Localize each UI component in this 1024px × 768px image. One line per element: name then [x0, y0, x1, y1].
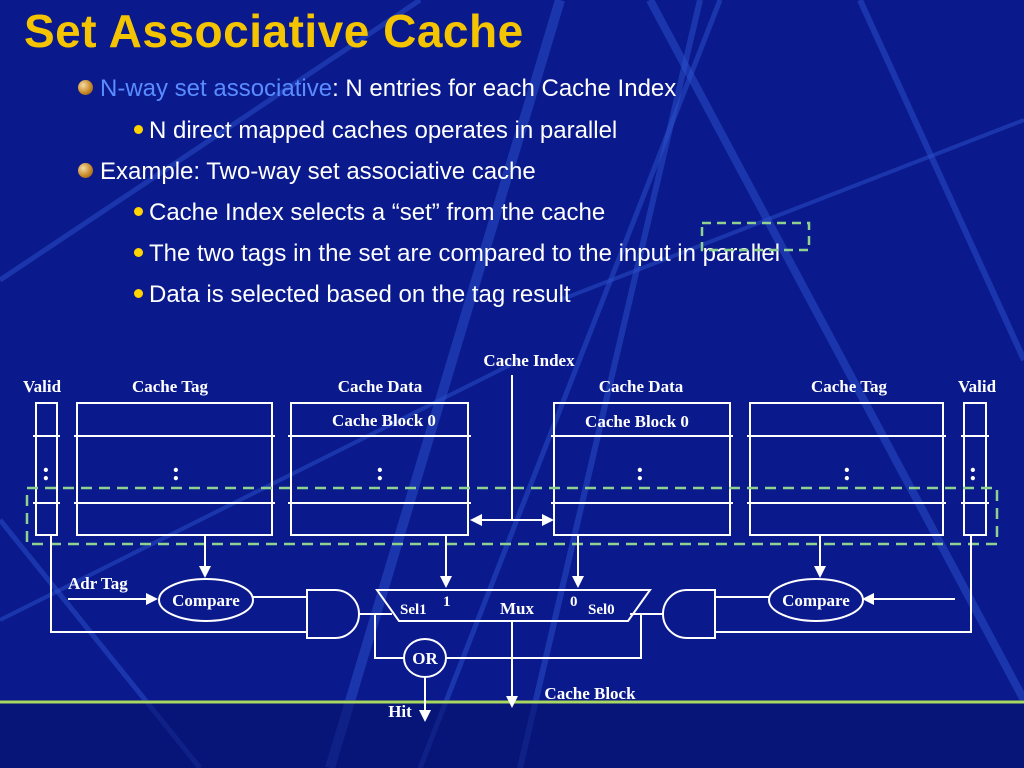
compare-left-label: Compare: [172, 591, 240, 610]
and-gate-right: [662, 589, 716, 639]
adr-tag-right-arrow-icon: [862, 593, 874, 605]
bullet-text: The two tags in the set are compared to …: [149, 240, 781, 267]
index-arrow-right-icon: [542, 514, 554, 526]
bullet-dot-icon: [134, 289, 143, 298]
bullet-dot-icon: [134, 207, 143, 216]
hit-arrow-icon: [419, 710, 431, 722]
sel1-value: 1: [443, 594, 451, 610]
index-arrow-left-icon: [470, 514, 482, 526]
bullet-marker-icon: [78, 80, 93, 95]
sel0-value: 0: [570, 594, 578, 610]
slide-title: Set Associative Cache: [24, 5, 524, 57]
right-valid-label: Valid: [958, 377, 997, 396]
left-valid-label: Valid: [23, 377, 62, 396]
bullet-text: Example: Two-way set associative cache: [100, 158, 536, 185]
data-to-mux-right-arrow-icon: [572, 576, 584, 588]
right-valid-column: [961, 402, 989, 536]
cache-index-label: Cache Index: [483, 351, 575, 370]
left-cache-tag-label: Cache Tag: [132, 377, 209, 396]
tag-to-compare-left-arrow-icon: [199, 566, 211, 578]
selected-set-highlight: [25, 486, 999, 546]
adr-tag-arrow-icon: [146, 593, 158, 605]
ellipsis-right-tag: :: [843, 457, 852, 486]
bullet-n-way: N-way set associative: N entries for eac…: [78, 75, 676, 103]
left-data-column: [288, 402, 471, 536]
bullet-text: : N entries for each Cache Index: [332, 75, 677, 102]
bullet-cache-index: Cache Index selects a “set” from the cac…: [134, 199, 605, 227]
left-tag-column: [74, 402, 275, 536]
right-cache-block-0: Cache Block 0: [585, 412, 689, 431]
right-valid-wire: [715, 535, 972, 633]
hit-label: Hit: [388, 702, 412, 721]
ellipsis-right-data: :: [636, 457, 645, 486]
left-valid-wire: [50, 535, 307, 633]
parallel-highlight-box: [700, 221, 811, 252]
compare-right-label: Compare: [782, 591, 850, 610]
right-cache-tag-label: Cache Tag: [811, 377, 888, 396]
bullet-highlight: N-way set associative: [100, 75, 333, 102]
sel1-label: Sel1: [400, 602, 427, 618]
cache-block-label: Cache Block: [544, 684, 636, 703]
bullet-two-tags: The two tags in the set are compared to …: [134, 240, 780, 268]
ellipsis-left-data: :: [376, 457, 385, 486]
right-data-column: [551, 402, 733, 536]
or-label: OR: [412, 649, 438, 668]
bullet-data-selected: Data is selected based on the tag result: [134, 281, 571, 309]
left-cache-data-label: Cache Data: [338, 377, 423, 396]
mux: [375, 589, 652, 622]
data-to-mux-left-arrow-icon: [440, 576, 452, 588]
ellipsis-left-tag: :: [172, 457, 181, 486]
bullet-example: Example: Two-way set associative cache: [78, 158, 536, 186]
and-gate-left: [306, 589, 360, 639]
tag-to-compare-right-arrow-icon: [814, 566, 826, 578]
compare-right: [768, 578, 864, 622]
left-valid-column: [33, 402, 60, 536]
and-left-to-or-wire: [374, 614, 404, 659]
bullet-direct-mapped: N direct mapped caches operates in paral…: [134, 117, 617, 145]
bullet-text: Cache Index selects a “set” from the cac…: [149, 199, 606, 226]
bullet-text: Data is selected based on the tag result: [149, 281, 571, 308]
cache-block-arrow-icon: [506, 696, 518, 708]
ellipsis-left-valid: :: [42, 457, 51, 486]
cache-index-line: [476, 375, 548, 521]
right-tag-column: [747, 402, 946, 536]
right-cache-data-label: Cache Data: [599, 377, 684, 396]
sel0-label: Sel0: [588, 602, 615, 618]
bullet-text: N direct mapped caches operates in paral…: [149, 117, 618, 144]
bullet-dot-icon: [134, 248, 143, 257]
compare-left: [158, 578, 254, 622]
bullet-marker-icon: [78, 163, 93, 178]
mux-label: Mux: [500, 599, 535, 618]
ellipsis-right-valid: :: [969, 457, 978, 486]
bullet-dot-icon: [134, 125, 143, 134]
adr-tag-label: Adr Tag: [68, 574, 128, 593]
left-cache-block-0: Cache Block 0: [332, 411, 436, 430]
